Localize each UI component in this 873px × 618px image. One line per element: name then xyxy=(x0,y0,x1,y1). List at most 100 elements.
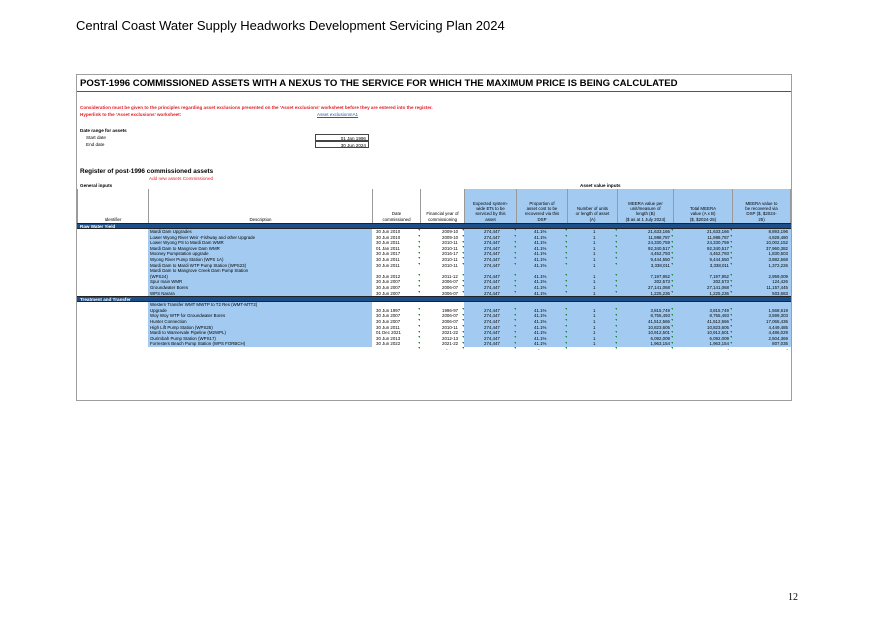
asset-description: Wyong River Pump Station (WPS 1A) xyxy=(150,257,224,262)
cell-date: 30 Jun 2007 xyxy=(376,290,401,296)
cell-total: 3,338,011 xyxy=(709,262,729,268)
cell-marker xyxy=(461,234,464,237)
cell-units: 1 xyxy=(593,279,596,285)
cell-meera: 302,573 xyxy=(654,279,670,285)
section-label: Treatment and Transfer xyxy=(80,297,131,303)
cell-marker xyxy=(461,262,464,265)
cell-date: 30 Jun 2011 xyxy=(376,240,400,246)
cell-meera: 9,444,550 xyxy=(650,257,670,262)
cell-units: 1 xyxy=(593,229,596,234)
cell-total: 24,330,759 xyxy=(707,240,729,246)
register-title: Register of post-1996 commissioned asset… xyxy=(80,168,214,175)
cell-marker xyxy=(670,257,673,260)
cell-marker xyxy=(417,274,420,277)
cell-prop: 41.1% xyxy=(534,335,547,341)
cell-ets: 274,447 xyxy=(484,290,500,296)
cell-marker xyxy=(461,279,464,282)
asset-description: Mardi Dam to Mangrove Creek Dam Pump Sta… xyxy=(150,268,249,274)
column-header-line: 25) xyxy=(758,216,765,222)
cell-marker xyxy=(670,279,673,282)
column-header-line: serviced by this xyxy=(475,211,506,217)
cell-marker xyxy=(513,324,516,327)
cell-ets: 274,447 xyxy=(484,324,500,330)
cell-marker xyxy=(513,319,516,322)
asset-exclusions-link[interactable]: Asset exclusions!A1 xyxy=(317,112,359,117)
cell-marker xyxy=(729,341,732,344)
cell-marker xyxy=(564,279,567,282)
column-header-line: Total MEERA xyxy=(689,206,717,212)
cell-meera: 21,633,166 xyxy=(648,229,670,234)
asset-description: Mardi to Warnervale Pipeline (M2WPL) xyxy=(150,330,226,336)
cell-marker xyxy=(614,279,617,282)
column-header-line: DSP ($, $2024- xyxy=(746,211,777,217)
value-column-fill xyxy=(516,229,567,297)
cell-dsp: 37,960,382 xyxy=(766,245,788,251)
cell-marker xyxy=(670,324,673,327)
cell-marker xyxy=(614,234,617,237)
column-header-line: Date xyxy=(391,211,402,217)
cell-dsp: 3,882,568 xyxy=(768,257,788,262)
cell-marker xyxy=(614,290,617,293)
cell-marker xyxy=(564,262,567,265)
cell-marker xyxy=(417,313,420,316)
start-date-field[interactable]: 01 Jan 1996 xyxy=(315,134,369,141)
asset-description: Ourimbah Pump Station (WPS17) xyxy=(150,335,216,341)
cell-marker xyxy=(729,274,732,277)
column-header-line: MEERA value per xyxy=(628,200,663,206)
cell-meera: 3,338,011 xyxy=(650,262,670,268)
hyperlink-notice: Hyperlink to the 'Asset exclusions' work… xyxy=(80,112,182,117)
cell-fy: 2010-11 xyxy=(442,262,458,268)
general-inputs-label: General inputs xyxy=(80,183,113,188)
end-date-field[interactable]: 30 Jun 2024 xyxy=(315,141,369,148)
cell-units: 1 xyxy=(593,307,596,313)
cell-fy: 2009-10 xyxy=(442,234,459,240)
cell-marker xyxy=(564,290,567,293)
cell-meera: 6,092,009 xyxy=(650,335,670,341)
cell-dsp: 4,928,480 xyxy=(768,234,788,240)
start-date-label: Start date xyxy=(86,135,106,140)
cell-ets: 274,447 xyxy=(484,245,500,251)
cell-marker xyxy=(564,274,567,277)
cell-marker xyxy=(461,308,464,311)
cell-marker xyxy=(670,290,673,293)
cell-total: 9,444,550 xyxy=(709,257,729,262)
description-column-fill xyxy=(148,229,372,297)
page-number: 12 xyxy=(788,592,798,603)
cell-marker xyxy=(564,257,567,260)
cell-total: 6,092,009 xyxy=(709,335,729,341)
column-header-line: (A) xyxy=(589,216,596,222)
cell-ets: 274,447 xyxy=(484,341,500,347)
asset-description: WPS Narara xyxy=(150,290,175,296)
add-new-assets-link[interactable]: Add new assets Commissioned xyxy=(149,176,214,181)
cell-marker xyxy=(513,313,516,316)
cell-meera: 41,512,566 xyxy=(648,319,670,324)
cell-marker xyxy=(417,336,420,339)
cell-marker xyxy=(417,257,420,260)
cell-marker xyxy=(614,336,617,339)
cell-marker xyxy=(614,341,617,344)
column-header-line: or length of asset xyxy=(575,211,610,217)
value-column-fill xyxy=(732,229,791,297)
cell-prop: 41.1% xyxy=(534,229,547,234)
cell-marker xyxy=(513,251,516,254)
asset-value-inputs-label: Asset value inputs xyxy=(580,183,621,188)
value-column-fill xyxy=(617,229,673,297)
cell-dsp: 1,830,503 xyxy=(768,251,788,257)
cell-meera: 27,141,068 xyxy=(648,285,670,290)
cell-prop: 41.1% xyxy=(534,313,547,319)
cell-marker xyxy=(729,240,732,243)
cell-marker xyxy=(614,285,617,288)
value-column-fill xyxy=(673,229,732,297)
cell-prop: 41.1% xyxy=(534,273,547,279)
cell-marker xyxy=(729,319,732,322)
column-header-line: be recovered via xyxy=(745,206,778,212)
cell-dsp: 1,372,226 xyxy=(768,262,788,268)
cell-marker xyxy=(564,336,567,339)
cell-marker xyxy=(461,330,464,333)
column-header-line: wide ETs to be xyxy=(476,206,505,212)
column-header-line: asset cost to be xyxy=(526,206,558,212)
